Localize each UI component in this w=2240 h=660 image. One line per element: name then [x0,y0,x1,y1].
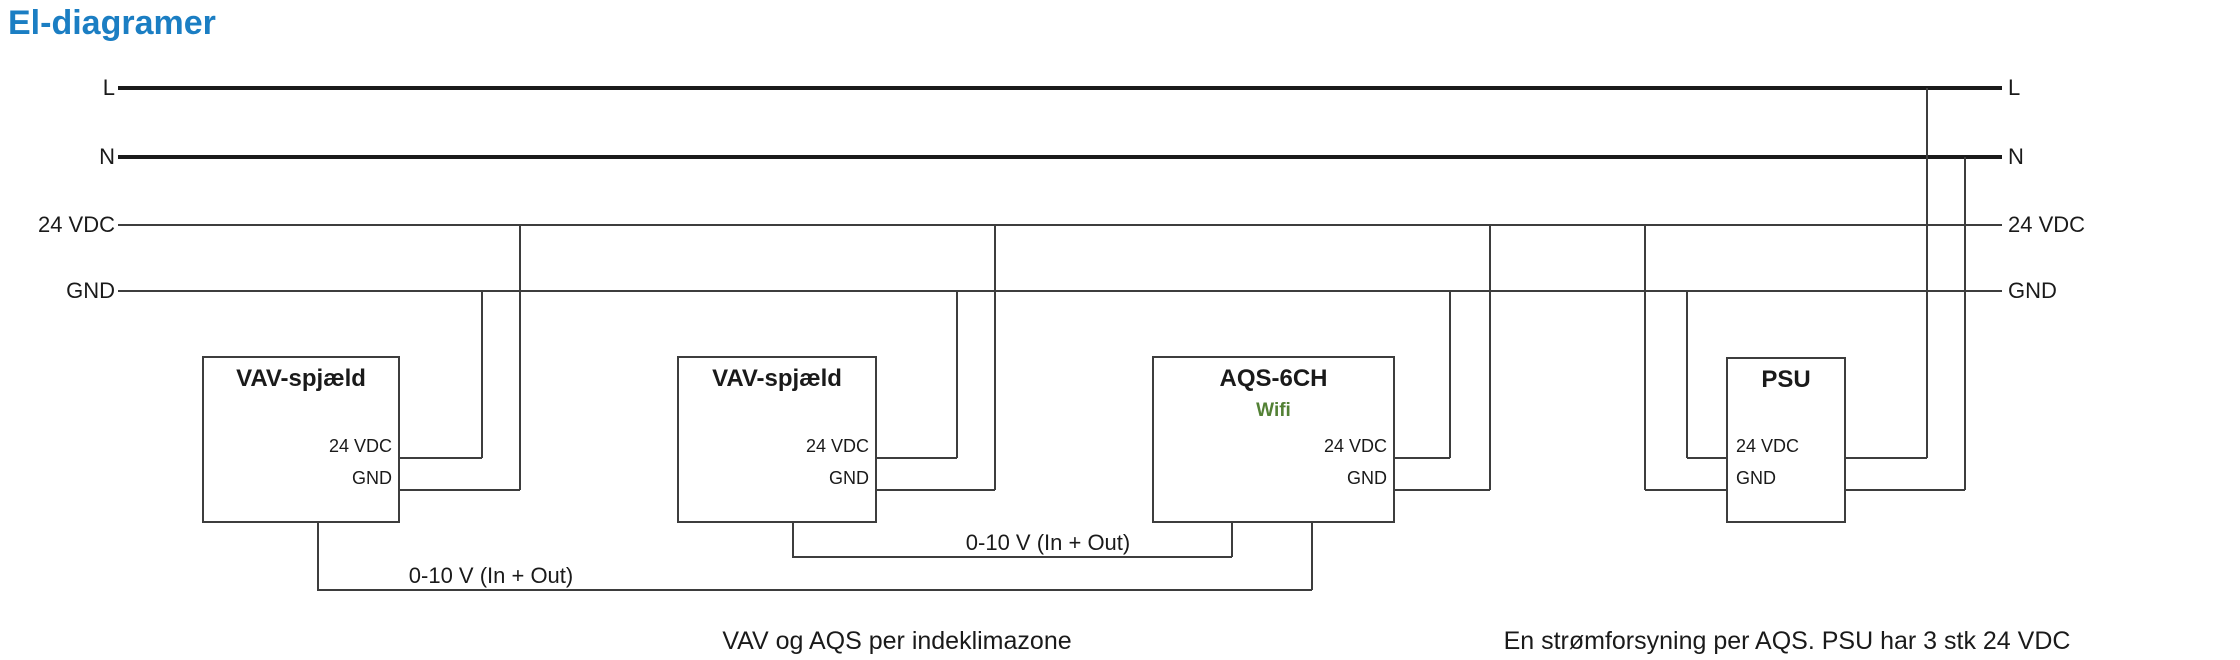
wire-signal-vav1-run [317,589,1312,591]
wire-psu-n-stub [1846,489,1965,491]
rail-label-right-vdc: 24 VDC [2008,212,2086,237]
wire-psu-l-riser [1926,88,1928,458]
wire-signal-vav2-rise [1231,523,1233,557]
wire-psu-n-riser [1964,157,1966,490]
aqs-pin-24vdc: 24 VDC [1323,436,1387,456]
vav1-title: VAV-spjæld [236,365,366,392]
wire-psu-24vdc-riser [1686,291,1688,458]
vav1-pin-gnd: GND [352,468,392,488]
device-box-vav2: VAV-spjæld 24 VDC GND [677,356,877,523]
rail-line-L [118,86,2002,90]
wire-psu-gnd-stub [1645,489,1726,491]
device-box-psu: PSU 24 VDC GND [1726,357,1846,523]
wire-vav1-24vdc-stub [400,457,482,459]
aqs-title: AQS-6CH [1219,365,1328,392]
rail-label-right-gnd: GND [2008,278,2057,303]
wire-signal-vav2-drop [792,523,794,557]
vav1-pin-24vdc: 24 VDC [328,436,392,456]
wire-aqs-24vdc-riser [1449,291,1451,458]
wire-signal-vav2-run [792,556,1232,558]
psu-pin-gnd: GND [1736,468,1776,488]
caption-zone: VAV og AQS per indeklimazone [722,627,1072,655]
vav2-title: VAV-spjæld [712,365,842,392]
wire-vav1-gnd-stub [400,489,520,491]
device-box-vav1: VAV-spjæld 24 VDC GND [202,356,400,523]
rail-label-right-n: N [2008,144,2024,169]
psu-pin-24vdc: 24 VDC [1736,436,1800,456]
wire-signal-vav1-rise [1311,523,1313,590]
caption-psu: En strømforsyning per AQS. PSU har 3 stk… [1503,627,2071,655]
wire-vav2-24vdc-riser [956,291,958,458]
rail-label-left-l: L [102,75,115,100]
wire-vav2-24vdc-stub [877,457,957,459]
page-title: El-diagramer [8,4,216,42]
rail-label-left-gnd: GND [66,278,115,303]
signal-label-vav1-aqs: 0-10 V (In + Out) [408,563,574,588]
wire-vav1-gnd-riser [519,224,521,490]
wire-psu-24vdc-stub [1687,457,1726,459]
wire-psu-l-stub [1846,457,1927,459]
wire-signal-vav1-drop [317,523,319,590]
wire-aqs-gnd-stub [1395,489,1490,491]
rail-line-gnd [118,290,2002,292]
psu-title: PSU [1761,366,1811,393]
aqs-wifi-label: Wifi [1256,400,1291,421]
rail-label-left-n: N [99,144,115,169]
wire-vav1-24vdc-riser [481,291,483,458]
wire-aqs-24vdc-stub [1395,457,1450,459]
rail-label-right-l: L [2008,75,2021,100]
rail-line-24vdc [118,224,2002,226]
rail-line-N [118,155,2002,159]
aqs-pin-gnd: GND [1347,468,1387,488]
signal-label-vav2-aqs: 0-10 V (In + Out) [965,530,1131,555]
vav2-pin-24vdc: 24 VDC [805,436,869,456]
wire-aqs-gnd-riser [1489,224,1491,490]
vav2-pin-gnd: GND [829,468,869,488]
rail-label-left-vdc: 24 VDC [37,212,115,237]
wire-psu-gnd-riser [1644,224,1646,490]
device-box-aqs: AQS-6CH Wifi 24 VDC GND [1152,356,1395,523]
wire-vav2-gnd-riser [994,224,996,490]
wire-vav2-gnd-stub [877,489,995,491]
